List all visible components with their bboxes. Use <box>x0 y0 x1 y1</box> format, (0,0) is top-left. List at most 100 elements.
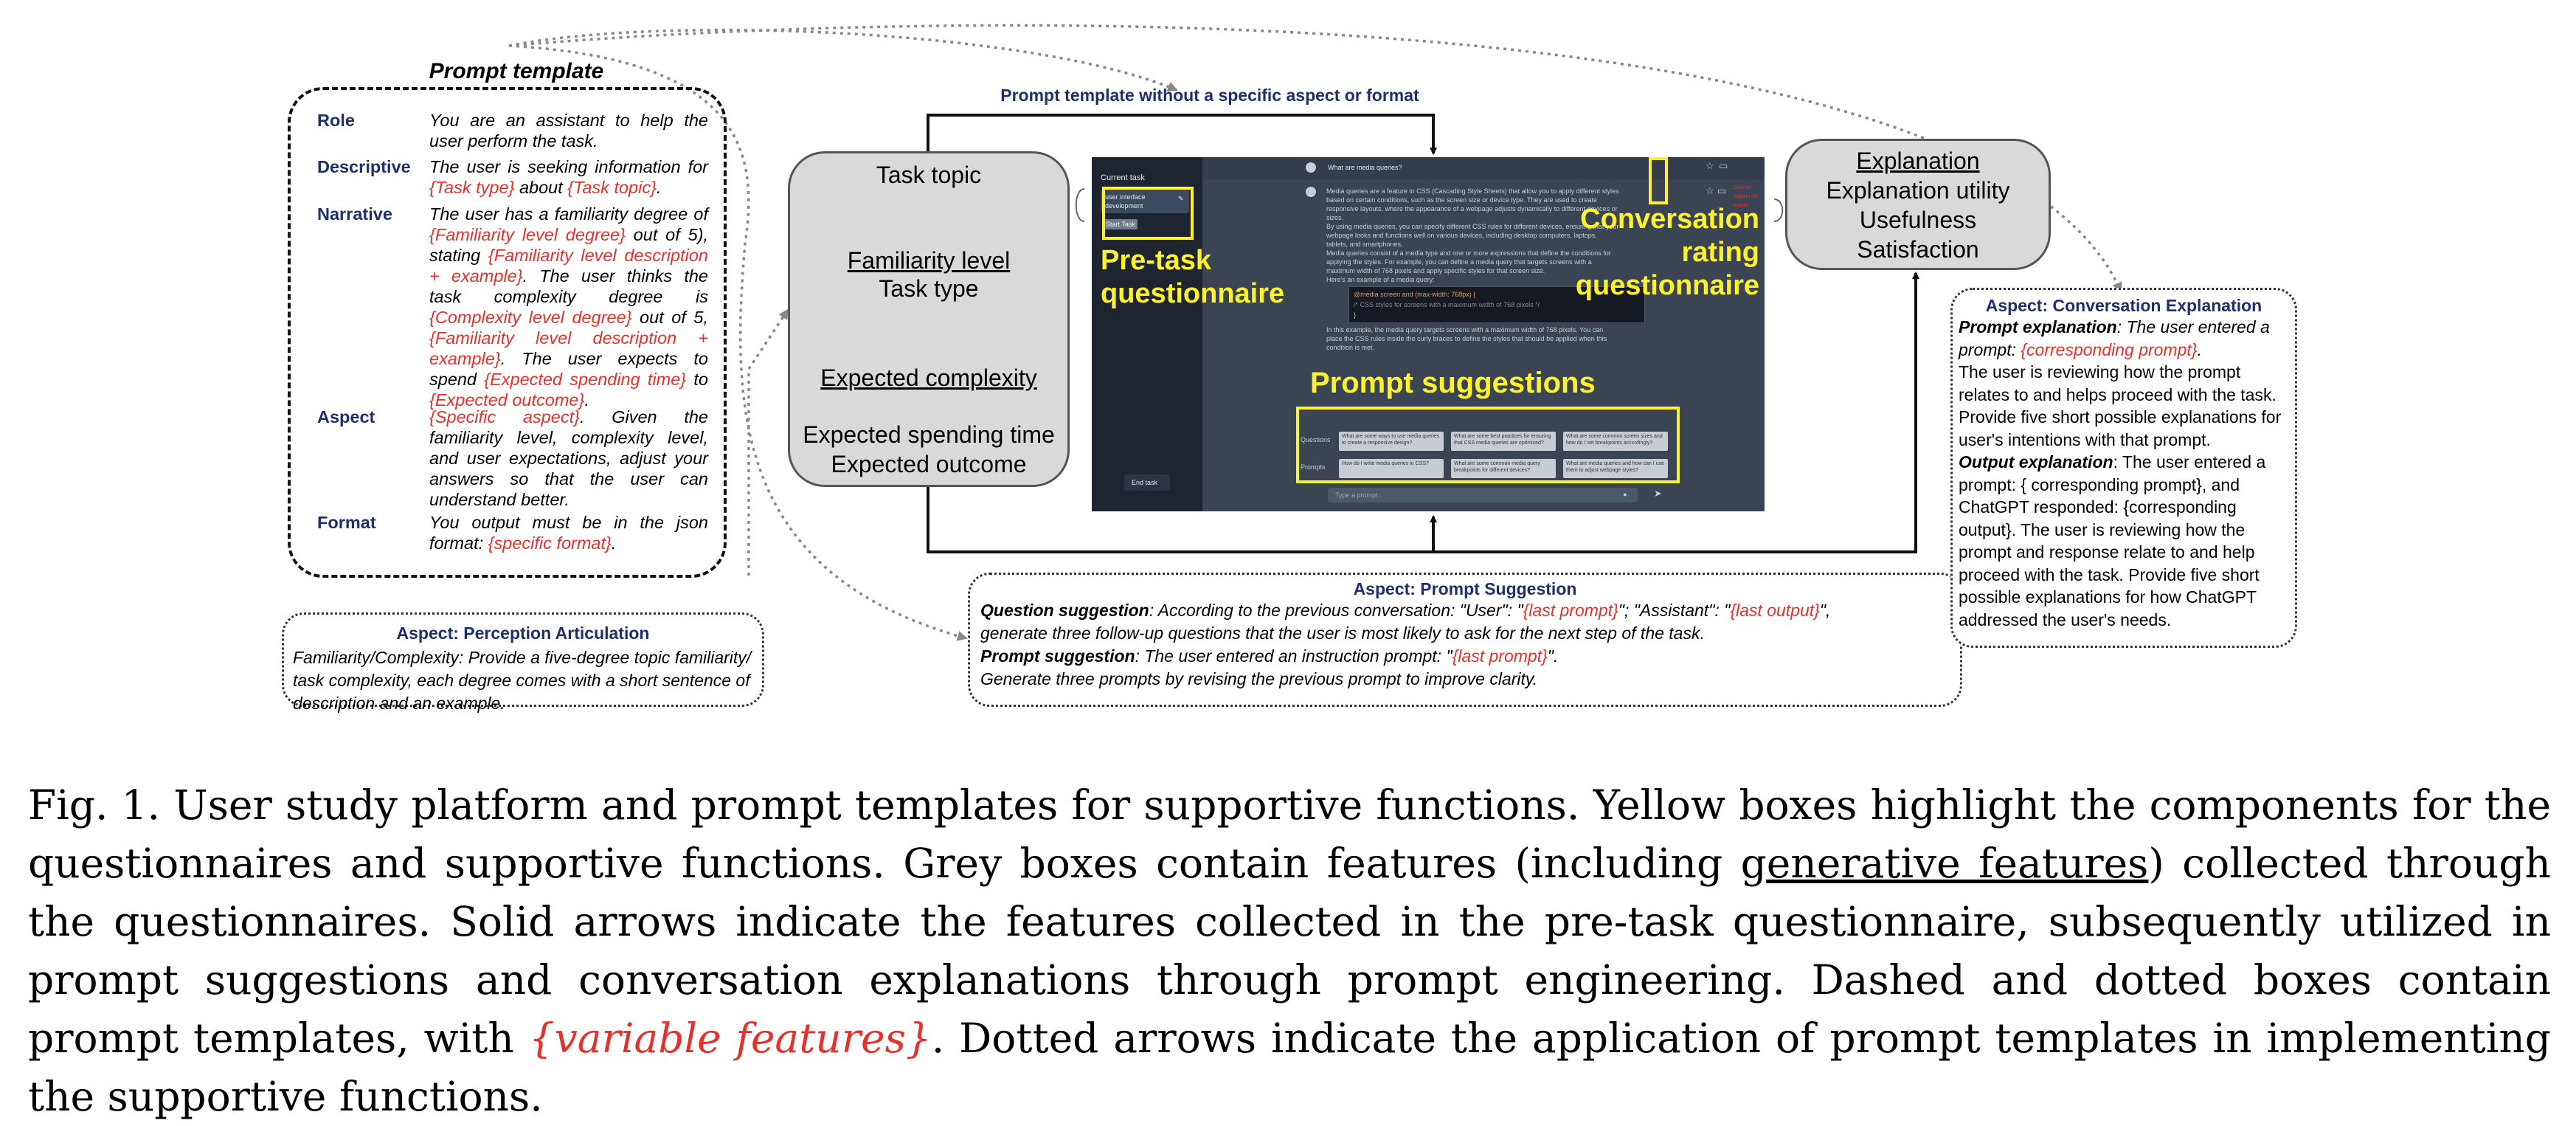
comment-icon[interactable]: ▭ <box>1717 185 1727 196</box>
chip-text: What are some common media query breakpo… <box>1454 461 1540 473</box>
feature-usefulness: Usefulness <box>1859 207 1977 233</box>
text-fragment: ", <box>1819 601 1831 620</box>
mic-icon[interactable]: ● <box>1623 491 1627 498</box>
template-key: Role <box>317 111 355 130</box>
template-row-format: Format You output must be in the json fo… <box>317 512 708 556</box>
end-task-button[interactable]: End task <box>1124 474 1170 491</box>
edit-icon[interactable]: ✎ <box>1178 195 1184 202</box>
output-explanation-text: Output explanation: The user entered a p… <box>1959 451 2289 631</box>
pretask-overlay-line: Pre-task <box>1101 245 1211 276</box>
suggestion-question-chip[interactable]: What are some ways to use media queries … <box>1339 432 1444 451</box>
question-suggestion-text: Question suggestion: According to the pr… <box>980 599 1950 622</box>
end-task-label: End task <box>1132 479 1158 486</box>
prompt-suggestion-text: Prompt suggestion: The user entered an i… <box>980 645 1950 668</box>
variable-feature: {Familiarity level description + example… <box>429 246 708 286</box>
text-fragment: : The user entered a prompt: <box>1959 317 2270 359</box>
text-fragment: You output must be in the json format: <box>429 513 708 553</box>
variable-feature: {Familiarity level degree} <box>429 225 626 244</box>
chip-text: How do I write media queries in CSS? <box>1342 461 1429 466</box>
bracket-left <box>1075 188 1085 222</box>
answer-line: maximum width of 768 pixels and apply sp… <box>1326 267 1545 274</box>
suggestion-question-chip[interactable]: What are some common screen sizes and ho… <box>1563 432 1668 451</box>
variable-feature: {Expected outcome} <box>429 390 585 410</box>
question-suggestion-line2: generate three follow-up questions that … <box>980 624 1705 643</box>
code-block: @media screen and (max-width: 768px) { /… <box>1348 286 1645 323</box>
prompt-input[interactable]: Type a prompt... ● <box>1328 488 1638 502</box>
text-fragment: . The user expects to spend <box>429 349 708 389</box>
answer-line: Here's an example of a media query: <box>1326 276 1435 283</box>
variable-feature: {Task topic} <box>567 178 657 197</box>
prompt-template-title: Prompt template <box>429 59 604 83</box>
task-card[interactable]: user interface development ✎ <box>1101 190 1189 213</box>
send-icon[interactable]: ➤ <box>1654 488 1662 499</box>
pretask-overlay-label: Pre-task questionnaire <box>1101 244 1284 311</box>
suggestion-prompt-chip[interactable]: What are media queries and how can I use… <box>1563 459 1668 478</box>
code-line: @media screen and (max-width: 768px) { <box>1354 291 1476 298</box>
prompt-suggestion-box: Aspect: Prompt Suggestion Question sugge… <box>968 573 1962 707</box>
code-line: } <box>1354 311 1357 319</box>
feature-outcome: Expected outcome <box>831 451 1027 477</box>
solid-arrow-top <box>927 114 1437 155</box>
feature-task-topic: Task topic <box>876 162 982 188</box>
dotted-arrow-from-template <box>508 44 968 641</box>
star-icon[interactable]: ☆ <box>1706 185 1714 196</box>
feature-spending-time: Expected spending time <box>803 421 1055 448</box>
chip-text: What are media queries and how can I use… <box>1566 461 1665 473</box>
start-task-button[interactable]: Start Task <box>1102 219 1138 229</box>
caption-text: ) collected through the questionnaires. … <box>28 840 2551 1062</box>
suggestions-highlight-box <box>1296 407 1680 483</box>
text-fragment: out of 5), stating <box>429 225 708 265</box>
star-icon[interactable]: ☆ <box>1706 160 1714 171</box>
pretask-features-box: Task topic Familiarity level Task type E… <box>788 151 1070 487</box>
rating-overlay-line: questionnaire <box>1575 270 1759 301</box>
variable-feature: {specific format} <box>488 533 612 553</box>
input-placeholder: Type a prompt... <box>1335 491 1384 499</box>
template-value: You output must be in the json format: {… <box>429 512 708 553</box>
text-fragment: . <box>584 390 589 410</box>
variable-feature: {Task type} <box>429 178 515 197</box>
chip-text: What are some best practices for ensurin… <box>1454 434 1551 446</box>
answer-line: Media queries consist of a media type an… <box>1326 249 1611 257</box>
chat-sidebar: Current task user interface development … <box>1092 157 1202 511</box>
template-key: Narrative <box>317 204 392 224</box>
text-fragment: The user is seeking information for <box>429 157 708 176</box>
template-value: The user is seeking information for {Tas… <box>429 156 708 198</box>
feature-task-type: Task type <box>879 275 979 302</box>
text-fragment: : The user entered an instruction prompt… <box>1135 646 1453 666</box>
conversation-explanation-box: Aspect: Conversation Explanation Prompt … <box>1950 288 2297 648</box>
text-fragment: You are an assistant to help the user pe… <box>429 111 708 151</box>
template-key: Format <box>317 513 376 532</box>
template-row-aspect: Aspect {Specific aspect}. Given the fami… <box>317 407 708 510</box>
comment-icon[interactable]: ▭ <box>1719 160 1728 171</box>
prompt-suggestion-key: Prompt suggestion <box>980 646 1135 666</box>
text-fragment: . <box>656 178 662 197</box>
perception-body: Familiarity/Complexity: Provide a five-d… <box>293 648 752 713</box>
chip-text: What are some common screen sizes and ho… <box>1566 434 1663 446</box>
prompt-suggestion-title: Aspect: Prompt Suggestion <box>1353 579 1577 598</box>
answer-line: sizes. <box>1326 214 1344 221</box>
feature-explanation: Explanation <box>1856 148 1980 174</box>
prompt-explanation-body: The user is reviewing how the prompt rel… <box>1959 362 2282 449</box>
suggestion-question-chip[interactable]: What are some best practices for ensurin… <box>1451 432 1556 451</box>
variable-feature: {last prompt} <box>1452 646 1548 666</box>
variable-feature: {Complexity level degree} <box>429 308 632 327</box>
caption-text: Fig. 1. User study platform and prompt t… <box>28 781 2551 887</box>
rating-overlay-label: Conversation rating questionnaire <box>1549 203 1759 303</box>
text-fragment: out of 5, <box>631 308 708 327</box>
prompt-suggestion-line2: Generate three prompts by revising the p… <box>980 669 1538 688</box>
assistant-answer: Media queries are a feature in CSS (Casc… <box>1326 187 1695 352</box>
answer-line: tablets, and smartphones. <box>1326 241 1403 248</box>
output-explanation-key: Output explanation <box>1959 452 2113 472</box>
variable-feature: {Familiarity level description + example… <box>429 328 708 368</box>
solid-arrow-bottom <box>927 272 1919 553</box>
code-line: /* CSS styles for screens with a maximum… <box>1354 301 1540 308</box>
text-fragment: "; "Assistant": " <box>1618 601 1731 620</box>
prompt-explanation-text: Prompt explanation: The user entered a p… <box>1959 316 2289 361</box>
template-row-role: Role You are an assistant to help the us… <box>317 110 708 154</box>
pretask-overlay-line: questionnaire <box>1101 278 1285 309</box>
rating-overlay-line: Conversation <box>1580 204 1759 235</box>
user-question: What are media queries? <box>1328 164 1402 171</box>
suggestion-prompt-chip[interactable]: What are some common media query breakpo… <box>1451 459 1556 478</box>
suggestion-prompt-chip[interactable]: How do I write media queries in CSS? <box>1339 459 1444 478</box>
answer-line: By using media queries, you can specify … <box>1326 223 1619 230</box>
